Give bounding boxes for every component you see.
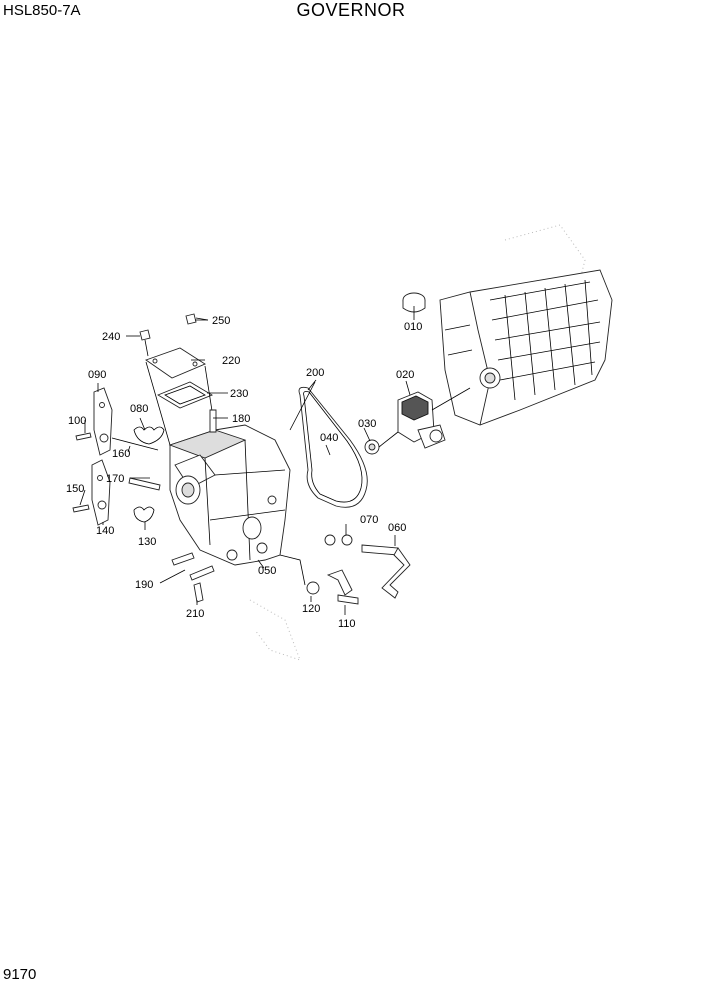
callout-250: 250 [212, 315, 230, 327]
callout-140: 140 [96, 525, 114, 537]
callout-220: 220 [222, 355, 240, 367]
callout-170: 170 [106, 473, 124, 485]
model-code: HSL850-7A [3, 2, 81, 19]
callout-010: 010 [404, 321, 422, 333]
leader-lines [79, 306, 415, 615]
callout-210: 210 [186, 608, 204, 620]
part-220-cover [145, 347, 206, 379]
callout-160: 160 [112, 448, 130, 460]
part-180-stud [209, 409, 217, 433]
part-130-spring [133, 506, 155, 523]
part-090-bracket [93, 387, 113, 456]
callout-240: 240 [102, 331, 120, 343]
part-120-o-ring [306, 581, 320, 595]
governor-housing [168, 424, 306, 586]
part-060-shaft [361, 544, 411, 599]
callout-labels: 010 020 030 040 050 060 070 080 090 100 … [66, 315, 422, 630]
part-150-bolt [72, 504, 90, 513]
callout-100: 100 [68, 415, 86, 427]
callout-050: 050 [258, 565, 276, 577]
part-170-bolt [128, 477, 161, 491]
page-number: 9170 [3, 966, 37, 983]
part-070-o-rings [324, 534, 353, 546]
callout-200: 200 [306, 367, 324, 379]
callout-130: 130 [138, 536, 156, 548]
callout-070: 070 [360, 514, 378, 526]
callout-110: 110 [338, 618, 356, 630]
part-210-bolt [193, 582, 204, 603]
part-230-gasket [156, 381, 214, 409]
callout-150: 150 [66, 483, 84, 495]
transmission-housing [439, 269, 613, 426]
part-030-gear [364, 431, 399, 455]
callout-080: 080 [130, 403, 148, 415]
part-190-stud-a [171, 552, 195, 566]
part-020-actuator [397, 387, 471, 449]
ghost-outline-lower [249, 599, 301, 661]
part-200-gasket [298, 386, 368, 508]
callout-020: 020 [396, 369, 414, 381]
callout-180: 180 [232, 413, 250, 425]
part-110-lever [326, 569, 359, 605]
part-240-bolt [139, 329, 151, 357]
part-250-bolt [185, 313, 209, 325]
page-title: GOVERNOR [296, 0, 406, 20]
part-190-stud-b [189, 565, 215, 581]
part-140-bracket [91, 459, 111, 526]
part-100-bolt [75, 432, 92, 441]
callout-120: 120 [302, 603, 320, 615]
part-080-spring [133, 426, 165, 445]
part-160-link [111, 437, 159, 451]
callout-040: 040 [320, 432, 338, 444]
callout-190: 190 [135, 579, 153, 591]
callout-090: 090 [88, 369, 106, 381]
callout-230: 230 [230, 388, 248, 400]
callout-030: 030 [358, 418, 376, 430]
callout-060: 060 [388, 522, 406, 534]
